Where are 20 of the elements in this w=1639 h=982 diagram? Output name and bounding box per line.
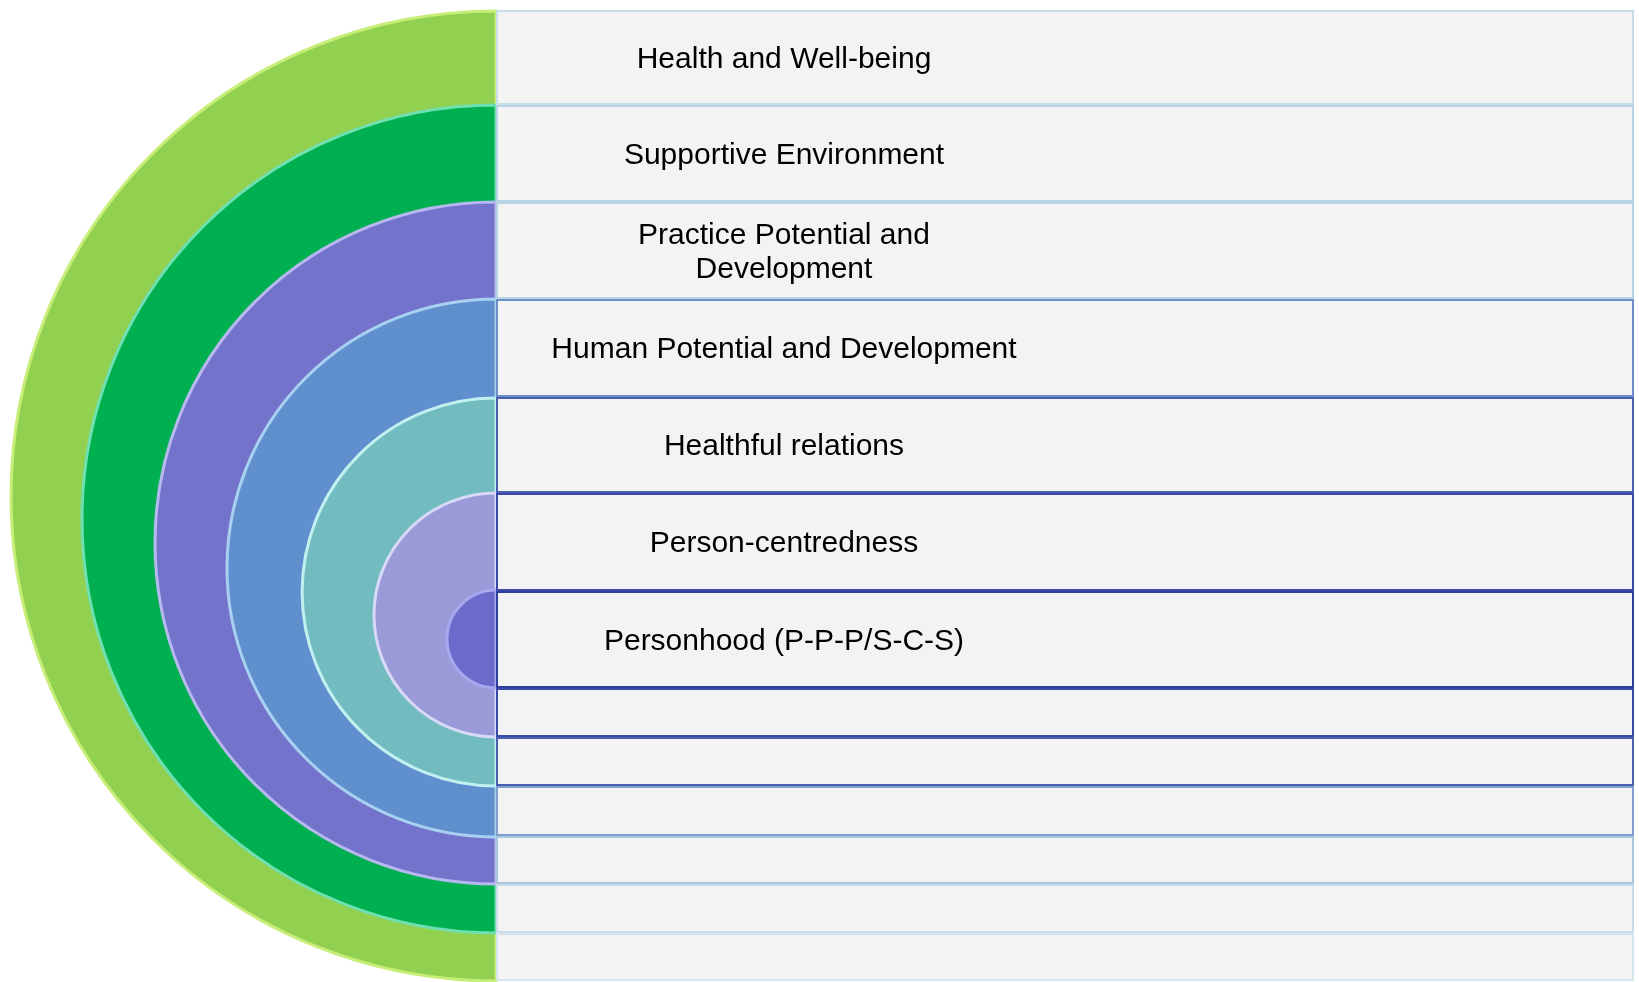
band-box	[496, 493, 1634, 591]
band-box	[496, 397, 1634, 493]
band-box	[496, 10, 1634, 105]
band-label: Human Potential and Development	[551, 331, 1017, 365]
band-box	[496, 105, 1634, 202]
band-box	[496, 786, 1634, 836]
band-box	[496, 737, 1634, 786]
band-label: Healthful relations	[663, 428, 905, 462]
band-box	[496, 933, 1634, 981]
band-label: Health and Well-being	[636, 40, 932, 75]
band-box	[496, 299, 1634, 397]
band-box	[496, 884, 1634, 933]
band-box	[496, 591, 1634, 688]
band-label: Supportive Environment	[623, 136, 945, 171]
band-box	[496, 202, 1634, 299]
band-box	[496, 688, 1634, 737]
band-box	[496, 836, 1634, 884]
band-label: Person-centredness	[649, 525, 919, 559]
band-label: Practice Potential and Development	[637, 216, 931, 285]
band-label: Personhood (P-P-P/S-C-S)	[603, 622, 965, 657]
